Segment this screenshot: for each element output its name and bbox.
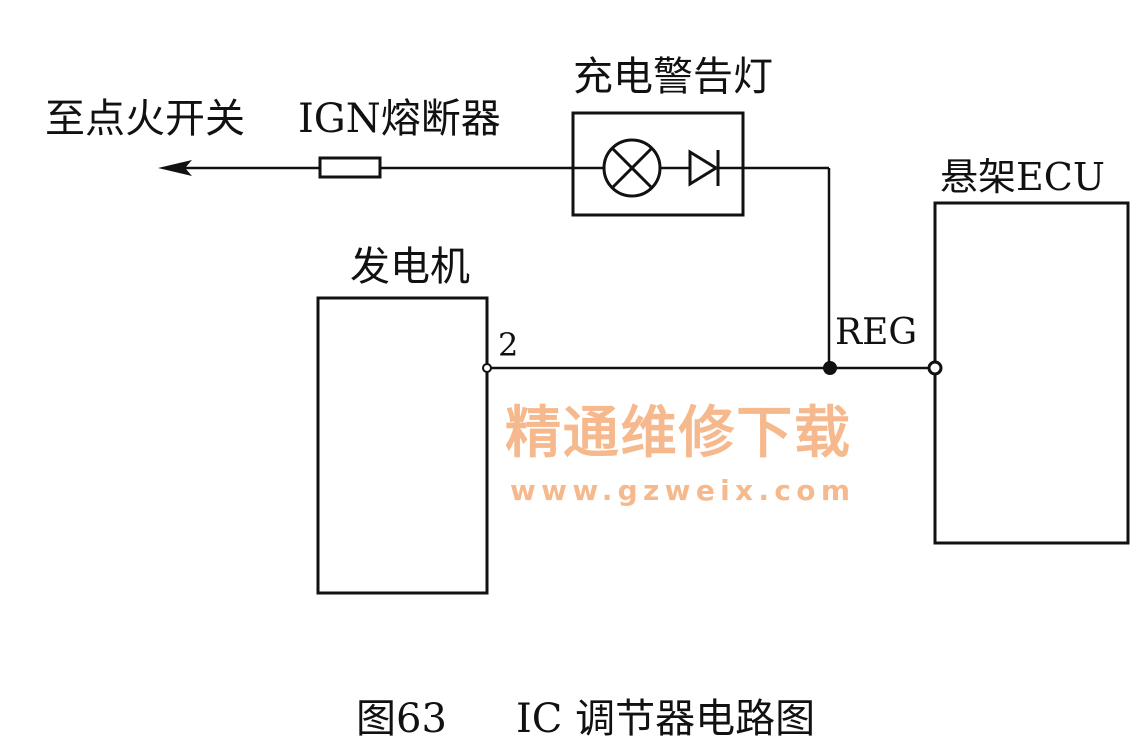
ecu-reg-terminal bbox=[927, 360, 943, 376]
to-ignition-switch-label: 至点火开关 bbox=[45, 96, 245, 142]
ign-fuse-label: IGN熔断器 bbox=[298, 96, 501, 142]
charge-warning-lamp-label: 充电警告灯 bbox=[573, 54, 773, 100]
figure-number: 图63 bbox=[356, 696, 447, 742]
arrow-left-icon bbox=[158, 160, 192, 176]
generator-terminal bbox=[482, 363, 492, 373]
suspension-ecu-label: 悬架ECU bbox=[940, 155, 1105, 199]
lamp-icon bbox=[602, 138, 662, 198]
reg-terminal-label: REG bbox=[835, 312, 917, 353]
junction-dot bbox=[823, 361, 837, 375]
suspension-ecu-box bbox=[933, 201, 1130, 545]
generator-pin-label: 2 bbox=[498, 326, 518, 364]
generator-label: 发电机 bbox=[350, 244, 470, 290]
generator-box bbox=[316, 296, 489, 595]
warning-lamp-box bbox=[571, 111, 745, 217]
fuse-symbol bbox=[318, 156, 382, 179]
figure-title: IC 调节器电路图 bbox=[516, 696, 815, 742]
watermark-text: 精通维修下载 bbox=[505, 401, 850, 466]
watermark-url: www.gzweix.com bbox=[510, 474, 850, 507]
diode-icon bbox=[688, 149, 720, 187]
